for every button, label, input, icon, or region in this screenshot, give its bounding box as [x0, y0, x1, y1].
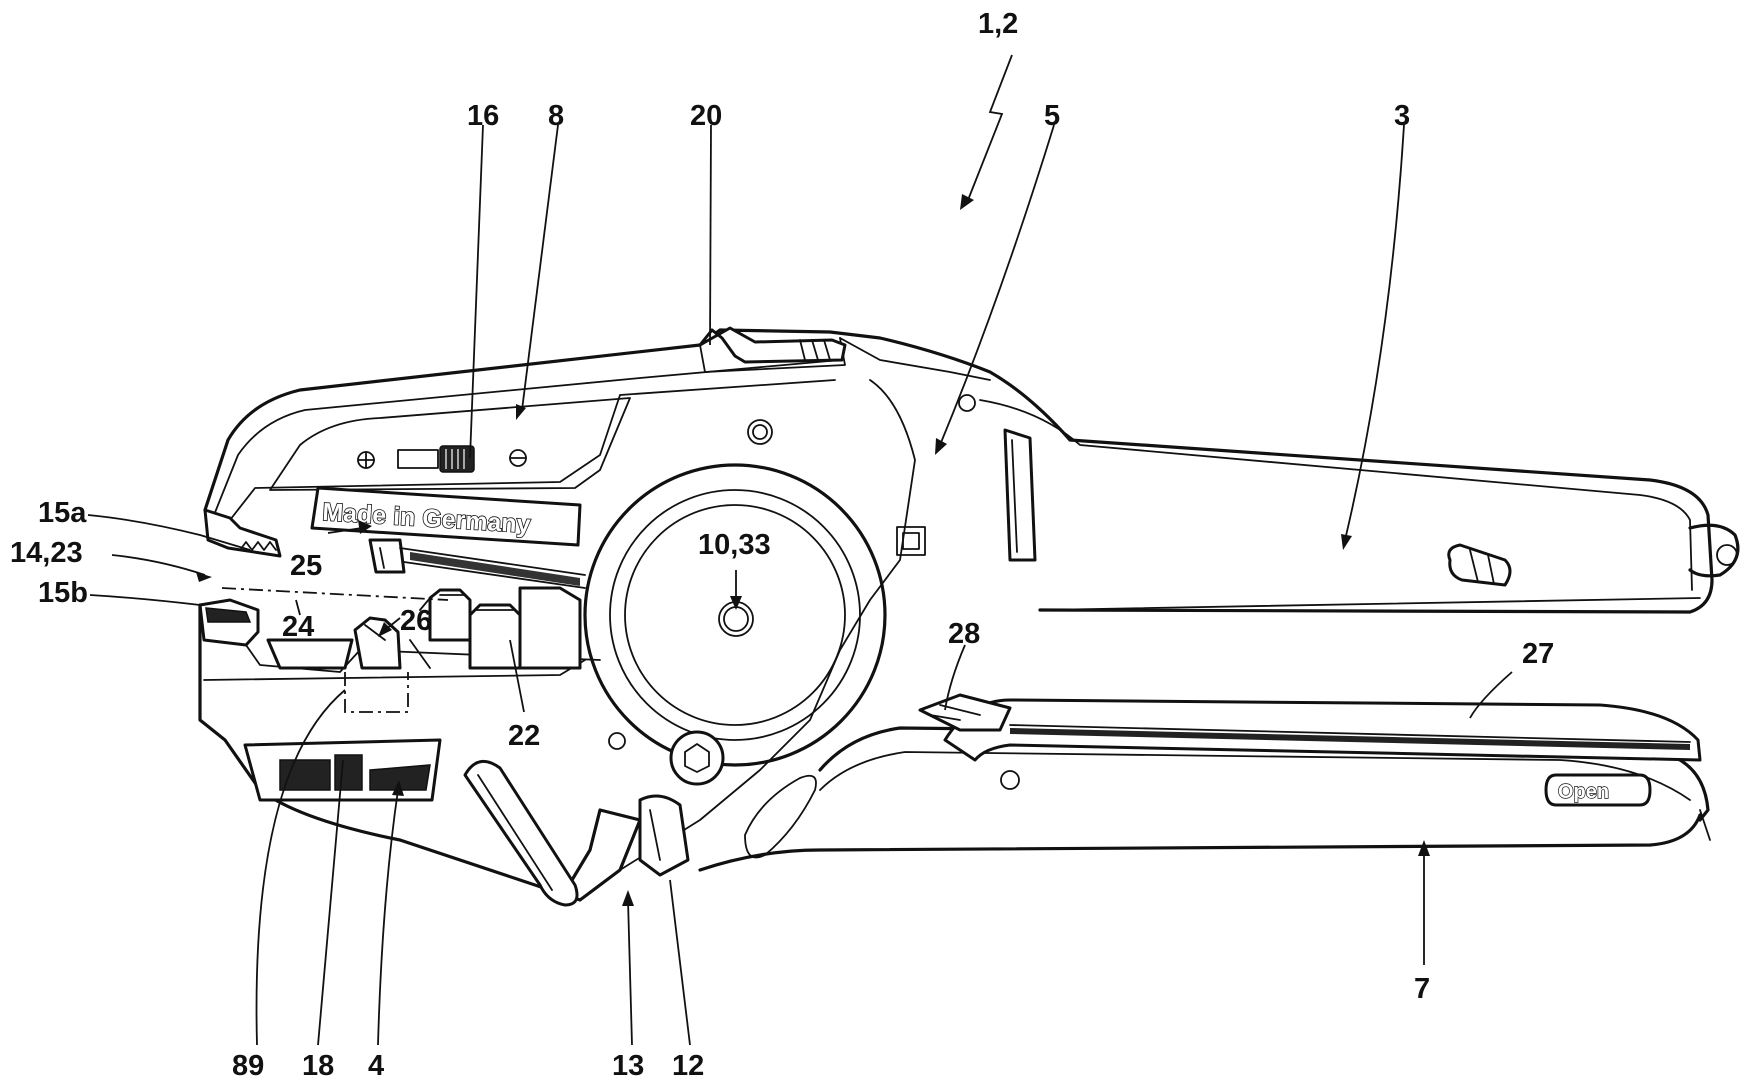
label-27: 27 — [1522, 638, 1554, 670]
lower-handle: Open — [700, 695, 1710, 870]
label-10-33: 10,33 — [698, 529, 771, 561]
label-14-23: 14,23 — [10, 537, 83, 569]
label-15b: 15b — [38, 577, 88, 609]
label-13: 13 — [612, 1050, 644, 1082]
label-12: 12 — [672, 1050, 704, 1082]
label-24: 24 — [282, 611, 314, 643]
label-22: 22 — [508, 720, 540, 752]
label-16: 16 — [467, 100, 499, 132]
grip-text: Open — [1558, 781, 1609, 803]
label-26: 26 — [400, 605, 432, 637]
label-4: 4 — [368, 1050, 384, 1082]
jaws: Made in Germany — [200, 488, 688, 905]
label-25: 25 — [290, 550, 322, 582]
label-7: 7 — [1414, 973, 1430, 1005]
label-1-2: 1,2 — [978, 8, 1018, 40]
label-28: 28 — [948, 618, 980, 650]
label-15a: 15a — [38, 497, 87, 529]
side-plate — [585, 338, 990, 870]
label-89: 89 — [232, 1050, 264, 1082]
label-18: 18 — [302, 1050, 334, 1082]
label-3: 3 — [1394, 100, 1410, 132]
label-5: 5 — [1044, 100, 1060, 132]
label-20: 20 — [690, 100, 722, 132]
upper-handle — [980, 400, 1738, 610]
label-8: 8 — [548, 100, 564, 132]
